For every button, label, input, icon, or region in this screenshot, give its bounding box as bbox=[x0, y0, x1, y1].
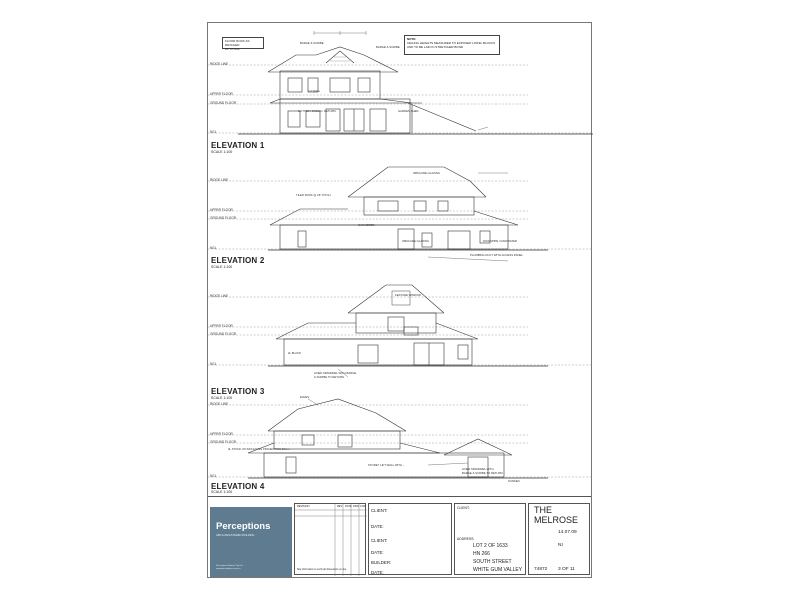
note: OBSCURE GLAZING bbox=[413, 171, 440, 175]
elevation-4-drawing bbox=[208, 398, 593, 479]
note: LINED SPANDREL WITH BARGE & SCRIBE TO RE… bbox=[462, 467, 503, 475]
note: 2.0 WALL bbox=[308, 89, 321, 93]
elevation-scale: SCALE 1:100 bbox=[211, 150, 233, 154]
level-label-ngl: NGL bbox=[210, 130, 217, 134]
project-title: THE MELROSE bbox=[534, 505, 579, 525]
elevation-title: ELEVATION 2 bbox=[211, 256, 265, 265]
note: LINED SPANDREL WITH BARGE & SCRIBE TO RE… bbox=[314, 371, 357, 379]
elevation-4: RIDGE LINE UPPER FLOOR GROUND FLOOR NGL … bbox=[208, 385, 593, 494]
note: FEATURE WINDOW bbox=[395, 293, 421, 297]
roof-pitch-note: FLOOR ROOF AS DETAILED 26° PITCH bbox=[222, 37, 264, 51]
level-label-ridge: RIDGE LINE bbox=[210, 178, 229, 182]
spec-note-title: NOTE: bbox=[407, 37, 417, 41]
scale-value: NI bbox=[558, 543, 563, 548]
note: OBSCURE GLAZING bbox=[402, 239, 429, 243]
date-label-3: DATE: bbox=[371, 570, 384, 575]
revision-label: REVISION bbox=[297, 505, 310, 508]
date-label-2: DATE: bbox=[371, 550, 384, 555]
level-label-ground: GROUND FLOOR bbox=[210, 216, 237, 220]
rev-header: DATE bbox=[345, 505, 352, 508]
note: GUTTER / FASCIA / RETURN bbox=[298, 109, 336, 113]
spec-note-box: NOTE: CEILING HEIGHTS MEASURED TO EXPOSE… bbox=[404, 35, 500, 55]
level-label-ridge: RIDGE LINE bbox=[210, 62, 229, 66]
address-line: SOUTH STREET bbox=[473, 559, 512, 565]
elevation-3: RIDGE LINE UPPER FLOOR GROUND FLOOR NGL … bbox=[208, 273, 593, 400]
address-label: ADDRESS: bbox=[457, 537, 475, 541]
level-label-upper: UPPER FLOOR bbox=[210, 324, 233, 328]
level-label-ridge: RIDGE LINE bbox=[210, 294, 229, 298]
address-line: WHITE GUM VALLEY bbox=[473, 567, 523, 573]
date-label: DATE: bbox=[371, 524, 384, 529]
level-label-upper: UPPER FLOOR bbox=[210, 208, 233, 212]
elevation-2: RIDGE LINE UPPER FLOOR GROUND FLOOR NGL … bbox=[208, 153, 593, 271]
spec-note-text: CEILING HEIGHTS MEASURED TO EXPOSED LINT… bbox=[407, 41, 496, 49]
level-label-upper: UPPER FLOOR bbox=[210, 432, 233, 436]
client-head: CLIENT: bbox=[457, 506, 470, 510]
level-label-ridge: RIDGE LINE bbox=[210, 402, 229, 406]
project-info bbox=[528, 503, 590, 575]
revision-table: REVISION REV DATE DRN CHK Site informati… bbox=[294, 503, 367, 576]
level-label-ngl: NGL bbox=[210, 362, 217, 366]
level-label-ngl: NGL bbox=[210, 474, 217, 478]
elevation-scale: SCALE 1:100 bbox=[211, 396, 233, 400]
note: TILED ROOF @ 26° PITCH bbox=[296, 193, 331, 197]
note: SUNKEN bbox=[508, 479, 520, 483]
elevation-title: ELEVATION 3 bbox=[211, 387, 265, 396]
elevation-scale: SCALE 1:100 bbox=[211, 490, 233, 494]
note: 2L BLOCK bbox=[288, 351, 302, 355]
rev-header: CHK bbox=[360, 505, 366, 508]
note: EAVES bbox=[300, 395, 310, 399]
title-block: Perceptions ABN & REGISTERED BUILDING Pe… bbox=[208, 496, 591, 578]
client-label: CLIENT: bbox=[371, 508, 388, 513]
level-label-ground: GROUND FLOOR bbox=[210, 332, 237, 336]
sheet-number: 3 OF 11 bbox=[558, 567, 575, 572]
drawing-sheet: RIDGE LINE UPPER FLOOR GROUND FLOOR NGL … bbox=[207, 22, 593, 578]
builder-label: BUILDER: bbox=[371, 560, 392, 565]
note: GARDEN SHED bbox=[398, 109, 419, 113]
note: BARGE & SCRIBE bbox=[376, 45, 400, 49]
note: DOWNPIPE / RAINWATER bbox=[483, 239, 518, 243]
note: PLUMBING DUCT WITH ACCESS PANEL bbox=[470, 253, 523, 257]
job-number: 74872 bbox=[534, 567, 548, 572]
company-logo: Perceptions ABN & REGISTERED BUILDING Pe… bbox=[210, 507, 292, 577]
note: GAS METER bbox=[358, 223, 375, 227]
elevation-1: RIDGE LINE UPPER FLOOR GROUND FLOOR NGL … bbox=[208, 23, 593, 154]
rev-header: DRN bbox=[353, 505, 359, 508]
level-label-ngl: NGL bbox=[210, 246, 217, 250]
level-label-upper: UPPER FLOOR bbox=[210, 92, 233, 96]
client-fields: CLIENT: DATE: CLIENT: DATE: BUILDER: DAT… bbox=[368, 503, 452, 575]
elevation-scale: SCALE 1:100 bbox=[211, 265, 233, 269]
disclaimer: Site information to verify all dimension… bbox=[297, 568, 347, 571]
company-name: Perceptions bbox=[216, 521, 271, 532]
client-label-2: CLIENT: bbox=[371, 538, 388, 543]
note: STOREY LIFT WALL WITH ... bbox=[368, 463, 406, 467]
level-label-ground: GROUND FLOOR bbox=[210, 440, 237, 444]
elevation-2-drawing bbox=[208, 166, 593, 262]
note: 2L STOCK ON MOULDING PROJECTING 20mm bbox=[228, 447, 290, 451]
company-subtitle: ABN & REGISTERED BUILDING bbox=[216, 534, 255, 537]
elevation-title: ELEVATION 1 bbox=[211, 141, 265, 150]
address-line: HN 266 bbox=[473, 551, 490, 557]
level-label-ground: GROUND FLOOR bbox=[210, 101, 237, 105]
address-block: CLIENT: ADDRESS: LOT 2 OF 1633 HN 266 SO… bbox=[454, 503, 526, 575]
rev-header: REV bbox=[337, 505, 343, 508]
revision-grid bbox=[295, 504, 367, 576]
elevation-3-drawing bbox=[208, 284, 593, 378]
address-line: LOT 2 OF 1633 bbox=[473, 543, 508, 549]
elevation-1-drawing bbox=[208, 31, 593, 135]
company-footer: Perceptions Homes Pty Ltd www.perception… bbox=[216, 565, 243, 570]
note: BARGE & SCRIBE bbox=[300, 41, 324, 45]
elevation-title: ELEVATION 4 bbox=[211, 482, 265, 491]
date-value: 14.07.09 bbox=[558, 530, 577, 535]
